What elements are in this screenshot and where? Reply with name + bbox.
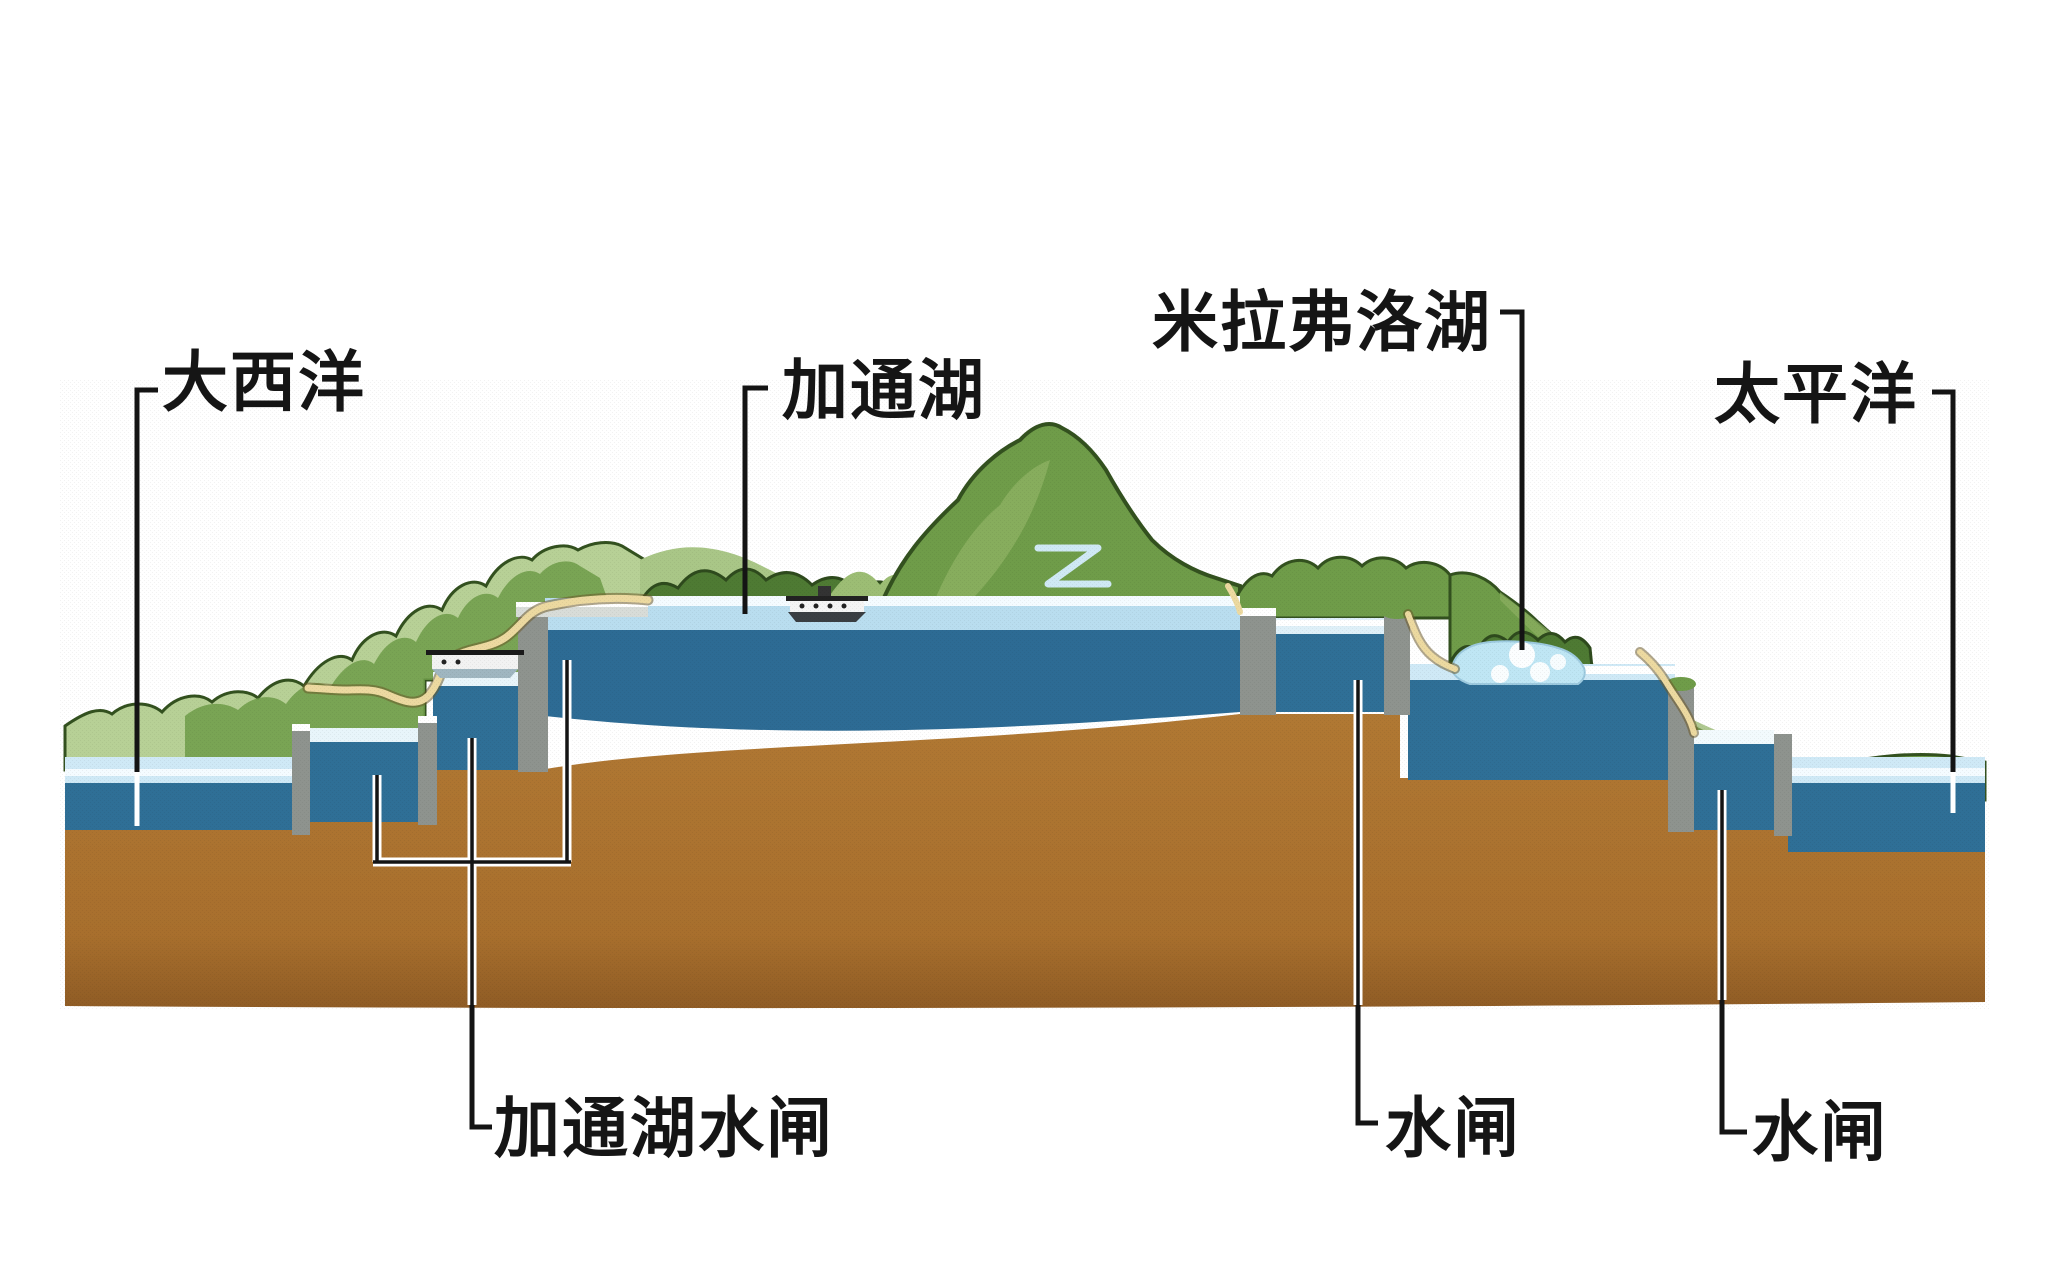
leader-lock-mid <box>1353 680 1378 1126</box>
leader-gatun-locks-bracket <box>372 660 572 1130</box>
label-miraflores-lake: 米拉弗洛湖 <box>1152 284 1492 361</box>
label-gatun-lake: 加通湖 <box>782 352 986 429</box>
label-gatun-locks: 加通湖水闸 <box>494 1090 834 1167</box>
label-lock-mid: 水闸 <box>1385 1090 1521 1167</box>
leader-miraflores-lake <box>1500 309 1525 650</box>
leader-gatun-lake <box>742 385 768 614</box>
label-pacific: 太平洋 <box>1714 356 1918 433</box>
label-atlantic: 大西洋 <box>162 344 366 421</box>
leader-lock-right <box>1717 790 1747 1135</box>
label-lock-right: 水闸 <box>1752 1094 1888 1171</box>
leader-pacific <box>1932 389 1956 813</box>
dither-texture <box>60 380 1990 1010</box>
leader-atlantic <box>134 387 158 826</box>
